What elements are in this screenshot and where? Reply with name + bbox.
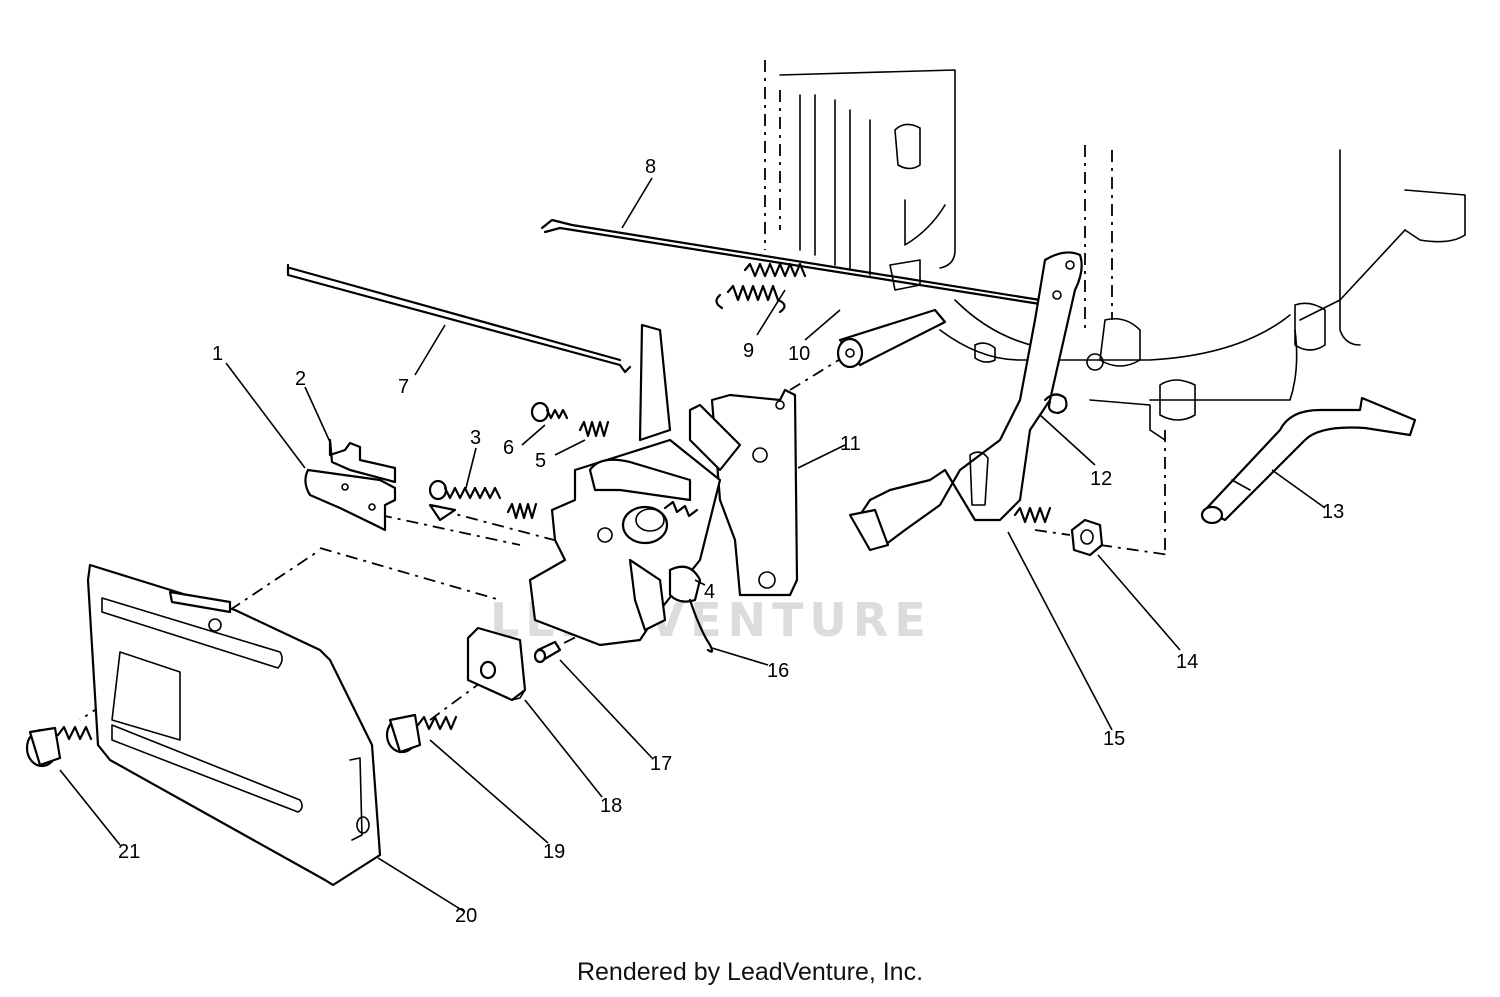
throttle-rod [286,263,632,374]
callout-16: 16 [767,660,789,682]
callout-3: 3 [470,427,481,449]
callout-12: 12 [1090,468,1112,490]
callout-14: 14 [1176,651,1198,673]
link-wire [688,598,714,653]
governor-clip [1043,393,1068,415]
governor-spring [743,262,807,278]
return-spring [715,284,786,314]
callout-21: 21 [118,841,140,863]
adjust-screw [428,479,502,501]
callout-6: 6 [503,437,514,459]
compression-spring-upper [578,420,610,438]
callout-9: 9 [743,340,754,362]
hex-nut [1070,518,1104,557]
flange-bolt-21 [25,725,93,768]
callout-11: 11 [840,433,861,455]
bushing [836,308,947,369]
flange-bolt-19 [385,713,458,754]
callout-5: 5 [535,450,546,472]
compression-spring-lower [506,502,538,520]
callout-8: 8 [645,156,656,178]
clip-nut [466,626,527,702]
callout-15: 15 [1103,728,1125,750]
callout-1: 1 [212,343,223,365]
control-assembly [528,323,742,647]
bracket-plate [710,388,799,597]
governor-lever [848,251,1083,552]
callout-19: 19 [543,841,565,863]
callouts: 1 2 3 4 5 6 7 8 9 10 11 12 13 14 15 16 1… [118,156,1344,927]
callout-17: 17 [650,753,672,775]
callout-13: 13 [1322,501,1344,523]
leader-lines [59,177,1326,913]
callout-7: 7 [398,376,409,398]
footer-credit: Rendered by LeadVenture, Inc. [576,958,924,986]
choke-plate [304,468,397,532]
governor-rod [540,218,1052,306]
callout-2: 2 [295,368,306,390]
callout-18: 18 [600,795,622,817]
callout-10: 10 [788,343,810,365]
control-cover [86,563,382,887]
idle-screw [530,401,569,423]
governor-shaft-lever [1200,396,1417,525]
pin [533,640,562,664]
callout-4: 4 [704,581,715,603]
engine-block [764,60,1466,555]
choke-clip [328,438,457,522]
callout-20: 20 [455,905,477,927]
